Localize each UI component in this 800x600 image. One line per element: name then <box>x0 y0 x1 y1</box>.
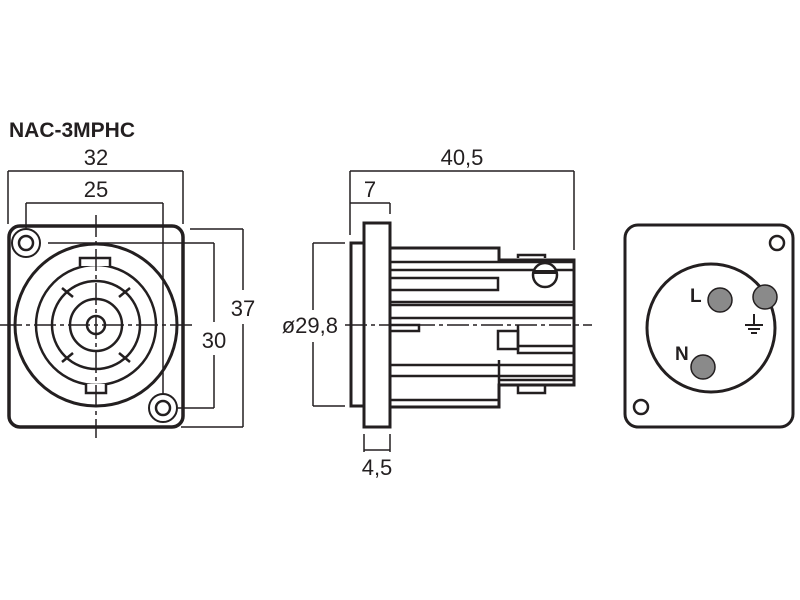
pin-label-l: L <box>690 286 702 307</box>
dim-outer-width: 32 <box>84 145 108 170</box>
pin-label-n: N <box>675 344 689 365</box>
dim-length: 40,5 <box>441 145 484 170</box>
dim-flange-offset: 7 <box>364 177 376 202</box>
dim-hole-spacing-width: 25 <box>84 177 108 202</box>
dim-flange-thickness: 4,5 <box>362 455 393 480</box>
front-view <box>0 170 244 438</box>
dim-hole-spacing-height: 30 <box>202 328 226 353</box>
dim-outer-height: 37 <box>231 296 255 321</box>
pin-l <box>707 287 733 313</box>
pin-n <box>690 354 716 380</box>
ground-symbol-icon <box>745 314 763 334</box>
rear-view <box>623 223 795 429</box>
side-view <box>312 170 592 452</box>
pin-ground <box>752 284 778 310</box>
dim-diameter: ø29,8 <box>282 313 338 338</box>
model-title: NAC-3MPHC <box>9 119 135 142</box>
